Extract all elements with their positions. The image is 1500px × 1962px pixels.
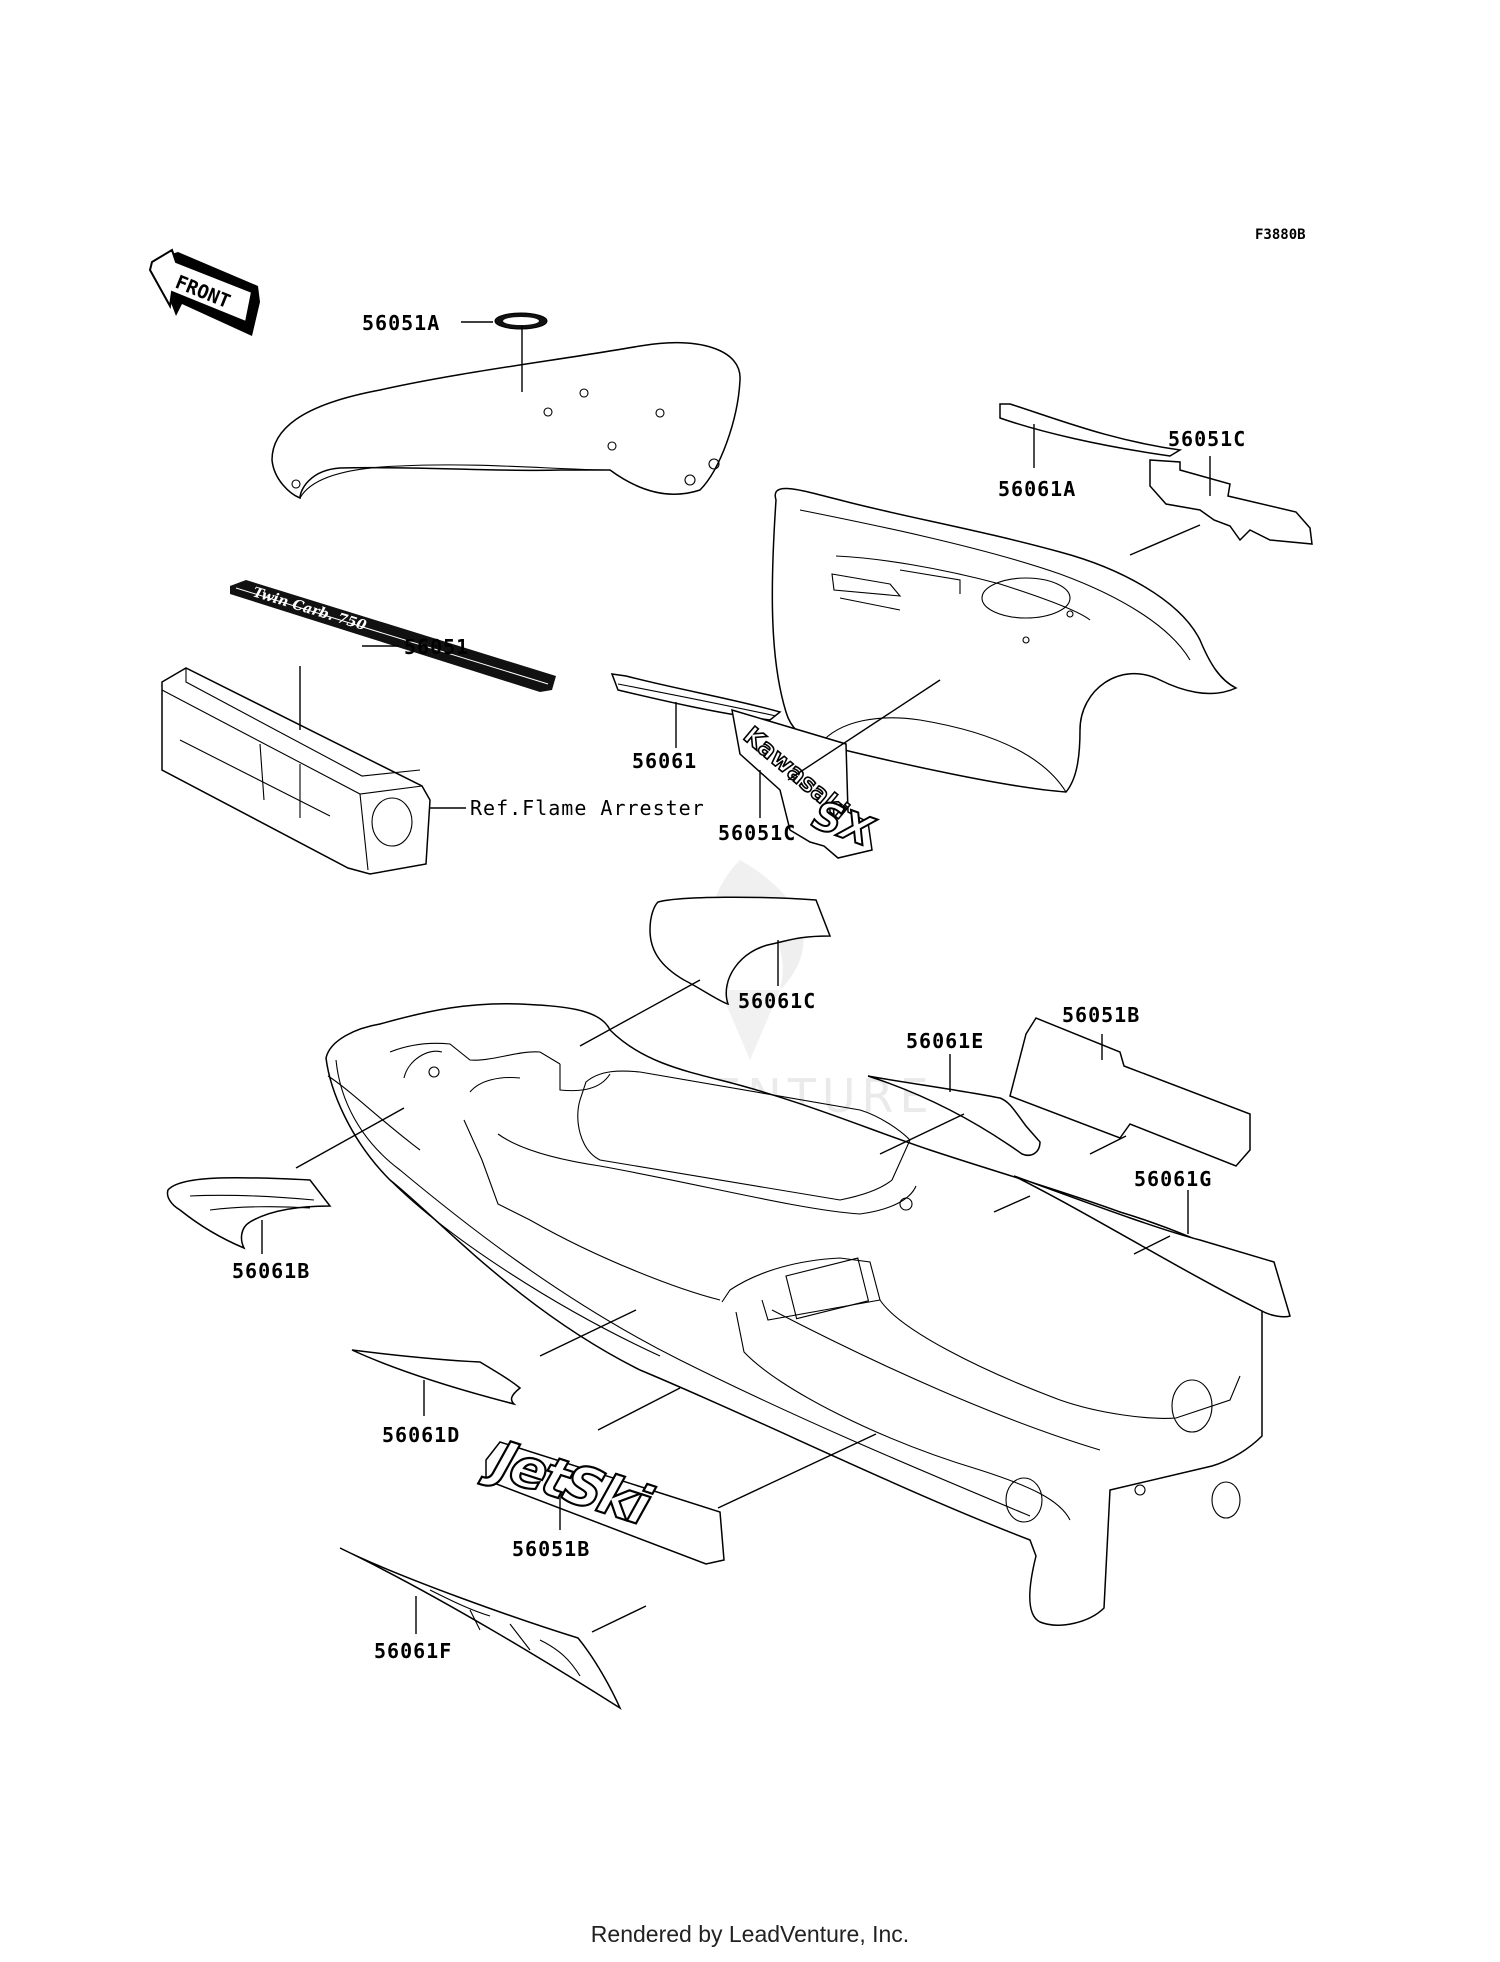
callout-56061B: 56061B <box>232 1259 310 1283</box>
stripe-decal-56061A <box>999 403 1183 457</box>
callout-56061D: 56061D <box>382 1423 460 1447</box>
callout-56051B-top: 56051B <box>1062 1003 1140 1027</box>
callout-56051: 56051 <box>404 635 469 659</box>
callout-56061E: 56061E <box>906 1029 984 1053</box>
twin-carb-decal: Twin Carb. 750 <box>230 580 556 692</box>
footer-credit: Rendered by LeadVenture, Inc. <box>591 1921 909 1947</box>
flame-arrester-reference: Ref.Flame Arrester <box>470 796 705 820</box>
flat-decal-56051C-top <box>1149 459 1313 545</box>
hood-part <box>271 312 741 500</box>
decal-56061F <box>339 1547 622 1710</box>
callout-56061F: 56061F <box>374 1639 452 1663</box>
callout-56061G: 56061G <box>1134 1167 1212 1191</box>
decal-56061D <box>351 1349 522 1406</box>
decal-56061C <box>649 896 832 1006</box>
callout-56051A: 56051A <box>362 311 440 335</box>
decal-56061E <box>867 1075 1041 1156</box>
callout-56061C: 56061C <box>738 989 816 1013</box>
callout-56061A: 56061A <box>998 477 1076 501</box>
callout-56061: 56061 <box>632 749 697 773</box>
callout-56051C-top: 56051C <box>1168 427 1246 451</box>
twin-carb-text: Twin Carb. 750 <box>251 585 368 635</box>
hull-part <box>325 1002 1264 1626</box>
decal-56061B <box>166 1176 332 1250</box>
jetski-text: JetSki <box>477 1426 659 1539</box>
figure-code: F3880B <box>1255 227 1306 243</box>
front-arrow-icon: FRONT <box>148 248 260 336</box>
callout-56051B-bot: 56051B <box>512 1537 590 1561</box>
callout-56051C-mid: 56051C <box>718 821 796 845</box>
decal-56061G <box>1013 1175 1291 1318</box>
decal-56051B-top <box>1009 1017 1251 1167</box>
stripe-decal-56061 <box>610 673 782 721</box>
flame-arrester-part <box>161 667 431 875</box>
